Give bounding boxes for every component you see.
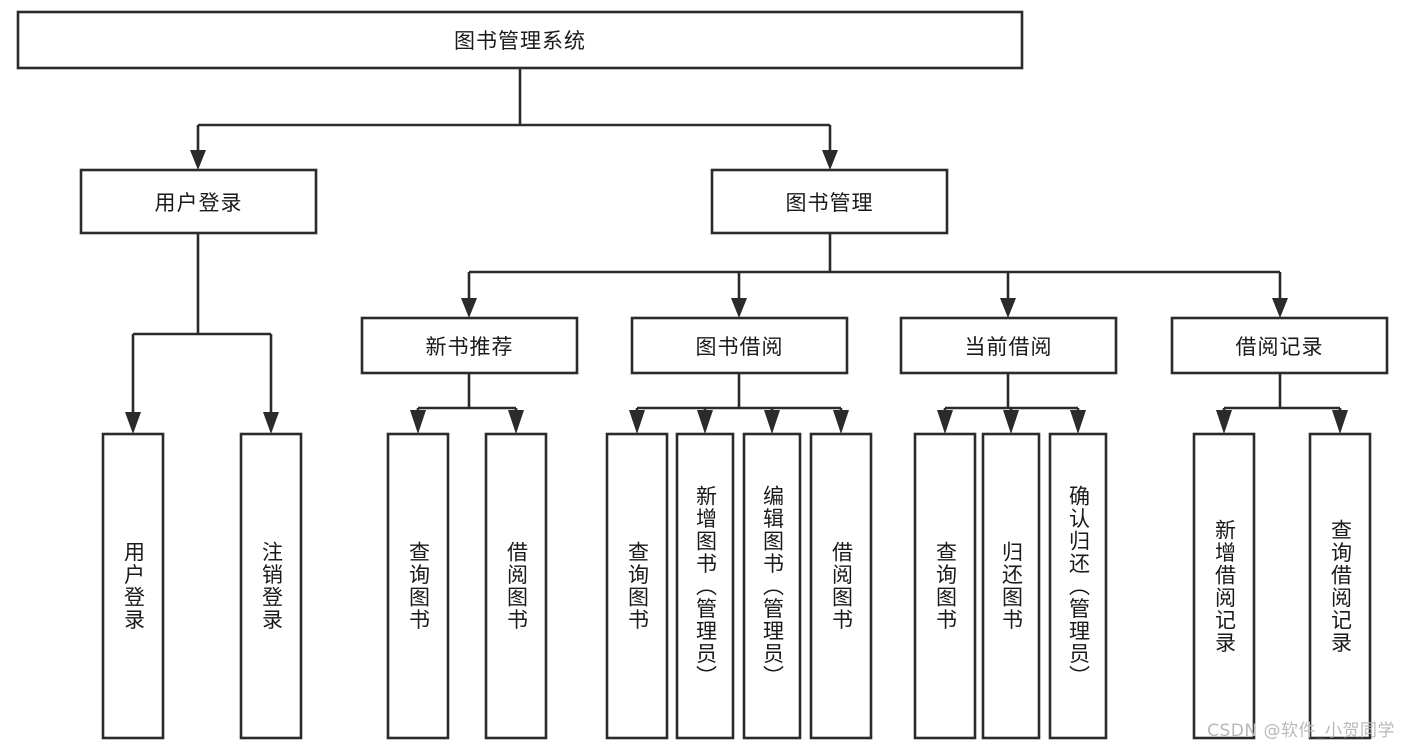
arrow-head-leaf-return-book bbox=[1003, 410, 1019, 434]
arrow-head-user-login bbox=[190, 150, 206, 170]
arrow-head-leaf-query-record bbox=[1332, 410, 1348, 434]
node-box-new-book-recommend[interactable] bbox=[360, 316, 579, 375]
connector-group-user-login bbox=[125, 233, 279, 434]
connector-group-book-manage bbox=[461, 233, 1288, 318]
arrow-head-leaf-borrow-book-2 bbox=[833, 410, 849, 434]
arrow-head-leaf-borrow-book-1 bbox=[508, 410, 524, 434]
node-box-leaf-confirm-return[interactable] bbox=[1048, 432, 1108, 740]
arrow-head-book-borrow bbox=[731, 298, 747, 318]
connector-group-root bbox=[190, 68, 838, 170]
node-box-leaf-edit-book[interactable] bbox=[742, 432, 802, 740]
node-box-leaf-query-book-2[interactable] bbox=[605, 432, 669, 740]
node-box-current-borrow[interactable] bbox=[899, 316, 1118, 375]
node-box-leaf-user-login[interactable] bbox=[101, 432, 165, 740]
node-box-book-manage[interactable] bbox=[710, 168, 949, 235]
node-box-leaf-user-logout[interactable] bbox=[239, 432, 303, 740]
arrow-head-leaf-query-book-3 bbox=[937, 410, 953, 434]
node-box-leaf-query-book-3[interactable] bbox=[913, 432, 977, 740]
arrow-head-leaf-confirm-return bbox=[1070, 410, 1086, 434]
connector-group-new-book-recommend bbox=[410, 373, 524, 434]
arrow-head-new-book-recommend bbox=[461, 298, 477, 318]
connector-group-book-borrow bbox=[629, 373, 849, 434]
node-box-leaf-borrow-book-1[interactable] bbox=[484, 432, 548, 740]
connector-group-current-borrow bbox=[937, 373, 1086, 434]
arrow-head-leaf-user-login bbox=[125, 412, 141, 434]
arrow-head-leaf-add-book bbox=[697, 410, 713, 434]
arrow-head-current-borrow bbox=[1000, 298, 1016, 318]
node-box-leaf-add-book[interactable] bbox=[675, 432, 735, 740]
connector-group-borrow-record bbox=[1216, 373, 1348, 434]
arrow-head-leaf-user-logout bbox=[263, 412, 279, 434]
node-box-user-login[interactable] bbox=[79, 168, 318, 235]
node-box-leaf-query-record[interactable] bbox=[1308, 432, 1372, 740]
node-box-leaf-query-book-1[interactable] bbox=[386, 432, 450, 740]
arrow-head-leaf-query-book-1 bbox=[410, 410, 426, 434]
arrow-head-leaf-query-book-2 bbox=[629, 410, 645, 434]
node-box-leaf-return-book[interactable] bbox=[981, 432, 1041, 740]
watermark-text: CSDN @软件_小贺同学 bbox=[1207, 721, 1395, 741]
node-box-leaf-borrow-book-2[interactable] bbox=[809, 432, 873, 740]
arrow-head-leaf-edit-book bbox=[764, 410, 780, 434]
node-box-borrow-record[interactable] bbox=[1170, 316, 1389, 375]
arrow-head-borrow-record bbox=[1272, 298, 1288, 318]
arrow-head-book-manage bbox=[822, 150, 838, 170]
node-box-book-borrow[interactable] bbox=[630, 316, 849, 375]
node-box-root[interactable] bbox=[16, 10, 1024, 70]
node-box-leaf-add-record[interactable] bbox=[1192, 432, 1256, 740]
arrow-head-leaf-add-record bbox=[1216, 410, 1232, 434]
